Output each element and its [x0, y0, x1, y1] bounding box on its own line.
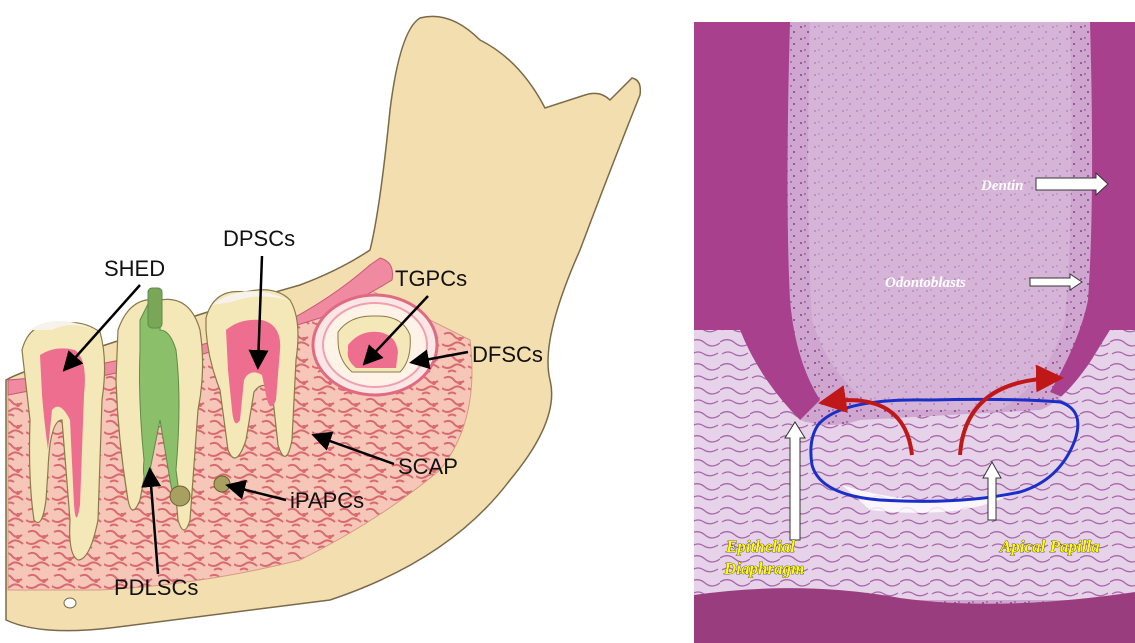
label-dentin: Dentin: [980, 178, 1024, 194]
label-pdlscs: PDLSCs: [114, 575, 198, 600]
label-diaphragm: Diaphragm: [723, 559, 804, 578]
label-dfscs: DFSCs: [472, 342, 543, 367]
label-epithelial: Epithelial: [725, 537, 795, 556]
label-tgpcs: TGPCs: [395, 266, 467, 291]
tooth-developing: [313, 295, 437, 395]
label-shed: SHED: [104, 256, 165, 281]
periapical-lesion: [170, 486, 190, 506]
label-odontoblasts: Odontoblasts: [885, 275, 966, 291]
jaw-diagram: SHED DPSCs TGPCs DFSCs SCAP iPAPCs PDLSC…: [6, 16, 640, 630]
label-apical-papilla: Apical Papilla: [999, 537, 1100, 556]
label-scap: SCAP: [398, 454, 458, 479]
mental-foramen: [64, 598, 76, 608]
label-dpscs: DPSCs: [223, 226, 295, 251]
histology-panel: Dentin Odontoblasts Epithelial Diaphragm…: [694, 22, 1135, 643]
label-ipapcs: iPAPCs: [290, 488, 364, 513]
